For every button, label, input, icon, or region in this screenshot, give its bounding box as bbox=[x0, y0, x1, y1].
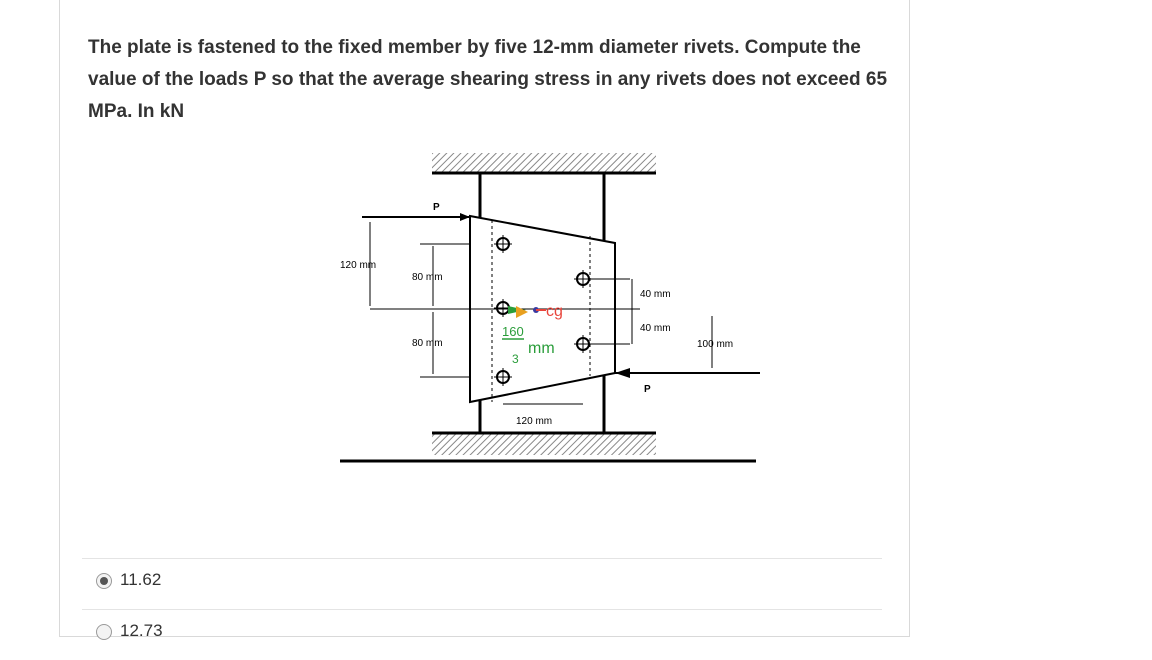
dim-40-upper: 40 mm bbox=[640, 289, 671, 300]
load-top-label: P bbox=[433, 202, 440, 213]
fraction-numerator: 160 bbox=[502, 324, 524, 339]
top-support-hatch bbox=[432, 153, 656, 173]
dim-100: 100 mm bbox=[697, 339, 733, 350]
rivet-mid-right bbox=[574, 335, 592, 353]
rivet-top-right bbox=[574, 270, 592, 288]
bottom-support-hatch bbox=[432, 433, 656, 455]
dim-80-lower: 80 mm bbox=[412, 338, 443, 349]
dim-120-bottom: 120 mm bbox=[516, 416, 552, 427]
dim-80-upper: 80 mm bbox=[412, 272, 443, 283]
load-bottom-label: P bbox=[644, 384, 651, 395]
cg-arrow-orange bbox=[516, 306, 528, 318]
fraction-denominator: 3 bbox=[512, 352, 519, 366]
figure-svg: P P 120 mm 80 mm 80 mm 40 mm 40 mm 100 m… bbox=[340, 153, 780, 463]
radio-button-selected[interactable] bbox=[96, 573, 112, 589]
answer-label: 11.62 bbox=[120, 570, 162, 589]
question-panel: The plate is fastened to the fixed membe… bbox=[59, 0, 910, 640]
fraction-unit: mm bbox=[528, 340, 555, 357]
rivet-bottom-left bbox=[494, 368, 512, 386]
radio-button[interactable] bbox=[96, 624, 112, 640]
answer-label: 12.73 bbox=[120, 621, 163, 640]
cg-label: cg bbox=[546, 303, 563, 320]
answer-option-2[interactable]: 12.73 bbox=[82, 609, 882, 660]
rivet-plate-figure: P P 120 mm 80 mm 80 mm 40 mm 40 mm 100 m… bbox=[340, 146, 780, 466]
answer-option-1[interactable]: 11.62 bbox=[82, 558, 882, 609]
question-text: The plate is fastened to the fixed membe… bbox=[88, 37, 888, 122]
dim-120-left: 120 mm bbox=[340, 260, 376, 271]
dim-40-lower: 40 mm bbox=[640, 323, 671, 334]
answer-list: 11.62 12.73 bbox=[82, 558, 882, 660]
rivet-top-left bbox=[494, 235, 512, 253]
